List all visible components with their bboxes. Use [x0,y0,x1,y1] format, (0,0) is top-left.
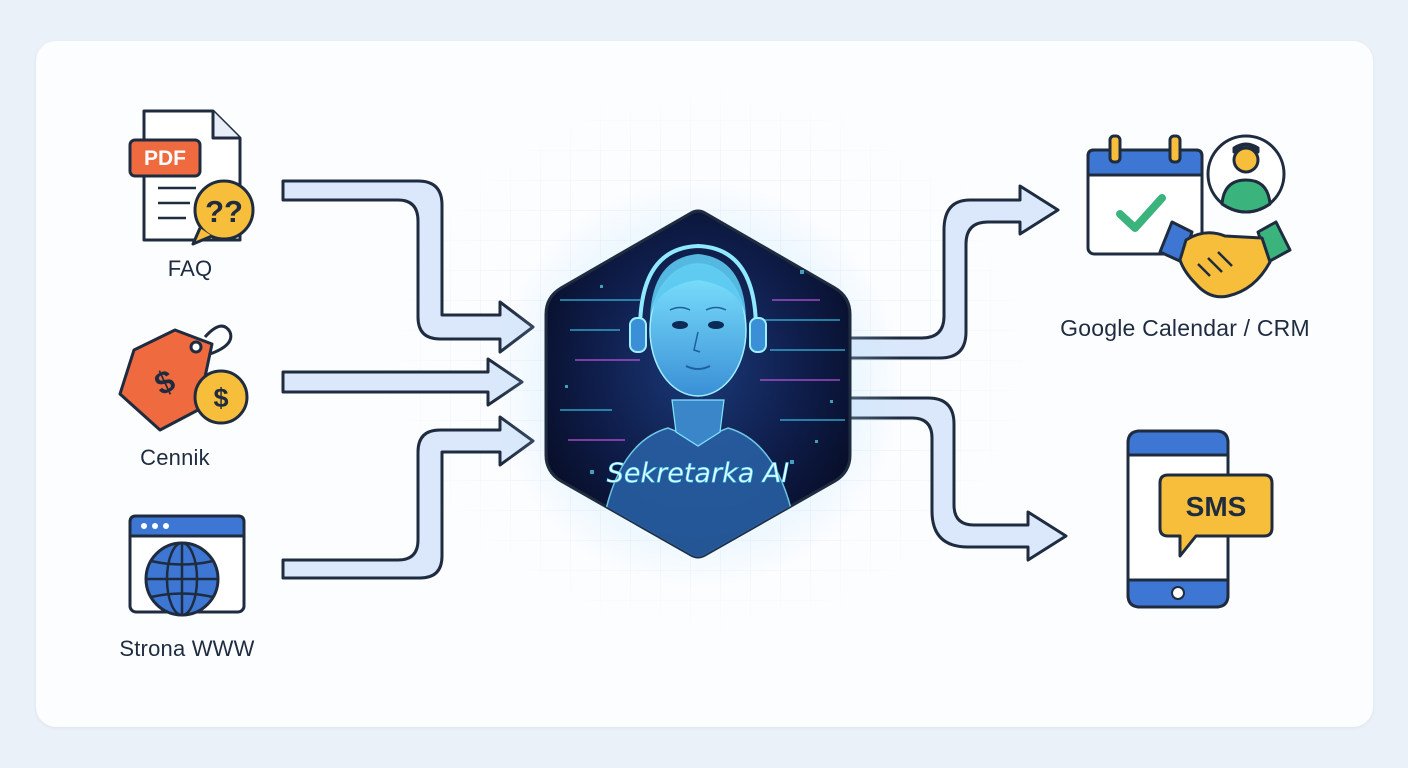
question-bubble-text: ?? [205,194,243,229]
web-browser-icon [128,514,246,617]
arrow-ai-to-calendar [846,184,1060,360]
sms-bubble-text: SMS [1186,491,1247,522]
price-tag-icon [118,324,249,432]
strona-www-label: Strona WWW [119,636,255,661]
calendar-crm-icon [1086,134,1292,299]
faq-label: FAQ [167,256,213,281]
smartphone-sms-icon [1126,429,1274,609]
cennik-label: Cennik [140,445,210,470]
ai-assistant-icon [493,179,903,589]
pdf-badge-text: PDF [144,147,186,170]
ai-center-label: Sekretarka AI [607,458,790,489]
calendar-crm-label: Google Calendar / CRM [1060,315,1310,341]
coin-dollar-symbol: $ [213,383,228,413]
pdf-faq-icon [128,109,255,246]
